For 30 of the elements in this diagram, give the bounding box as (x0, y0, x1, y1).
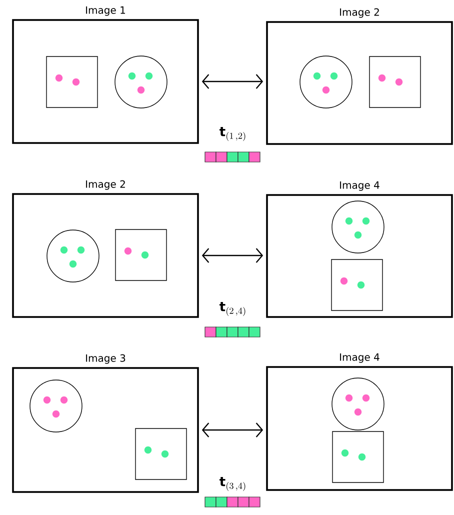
square-shape (46, 56, 98, 108)
circle-shape (300, 56, 352, 108)
square-shape (332, 431, 384, 483)
node-label: Image 2 (340, 8, 379, 18)
circle-shape (332, 200, 384, 254)
double-arrow (202, 422, 264, 438)
square-shape (135, 428, 187, 480)
image-frame: Image 4 (266, 353, 453, 491)
circle-shape (114, 56, 168, 108)
image-frame: Image 3 (12, 354, 199, 493)
vector-label: $\mathbf{t}_{(3\,,4)}$ (220, 477, 246, 491)
node-label: Image 2 (86, 180, 125, 190)
image-frame: Image 4 (266, 181, 453, 318)
vector-label: $\mathbf{t}_{(2\,,4)}$ (220, 302, 246, 316)
image-frame: Image 2 (12, 180, 199, 318)
circle-shape (46, 230, 100, 282)
square-shape (115, 229, 167, 281)
image-frame: Image 2 (266, 8, 453, 145)
vector-label: $\mathbf{t}_{(1\,,2)}$ (220, 127, 246, 141)
double-arrow (202, 74, 264, 89)
image-frame: Image 1 (12, 6, 199, 144)
double-arrow (202, 248, 264, 263)
circle-shape (332, 378, 384, 430)
square-shape (369, 56, 421, 108)
node-label: Image 1 (86, 6, 125, 16)
node-label: Image 4 (340, 353, 380, 363)
node-label: Image 3 (86, 354, 126, 364)
circle-shape (30, 380, 82, 432)
node-label: Image 4 (340, 181, 380, 191)
square-shape (331, 259, 383, 311)
